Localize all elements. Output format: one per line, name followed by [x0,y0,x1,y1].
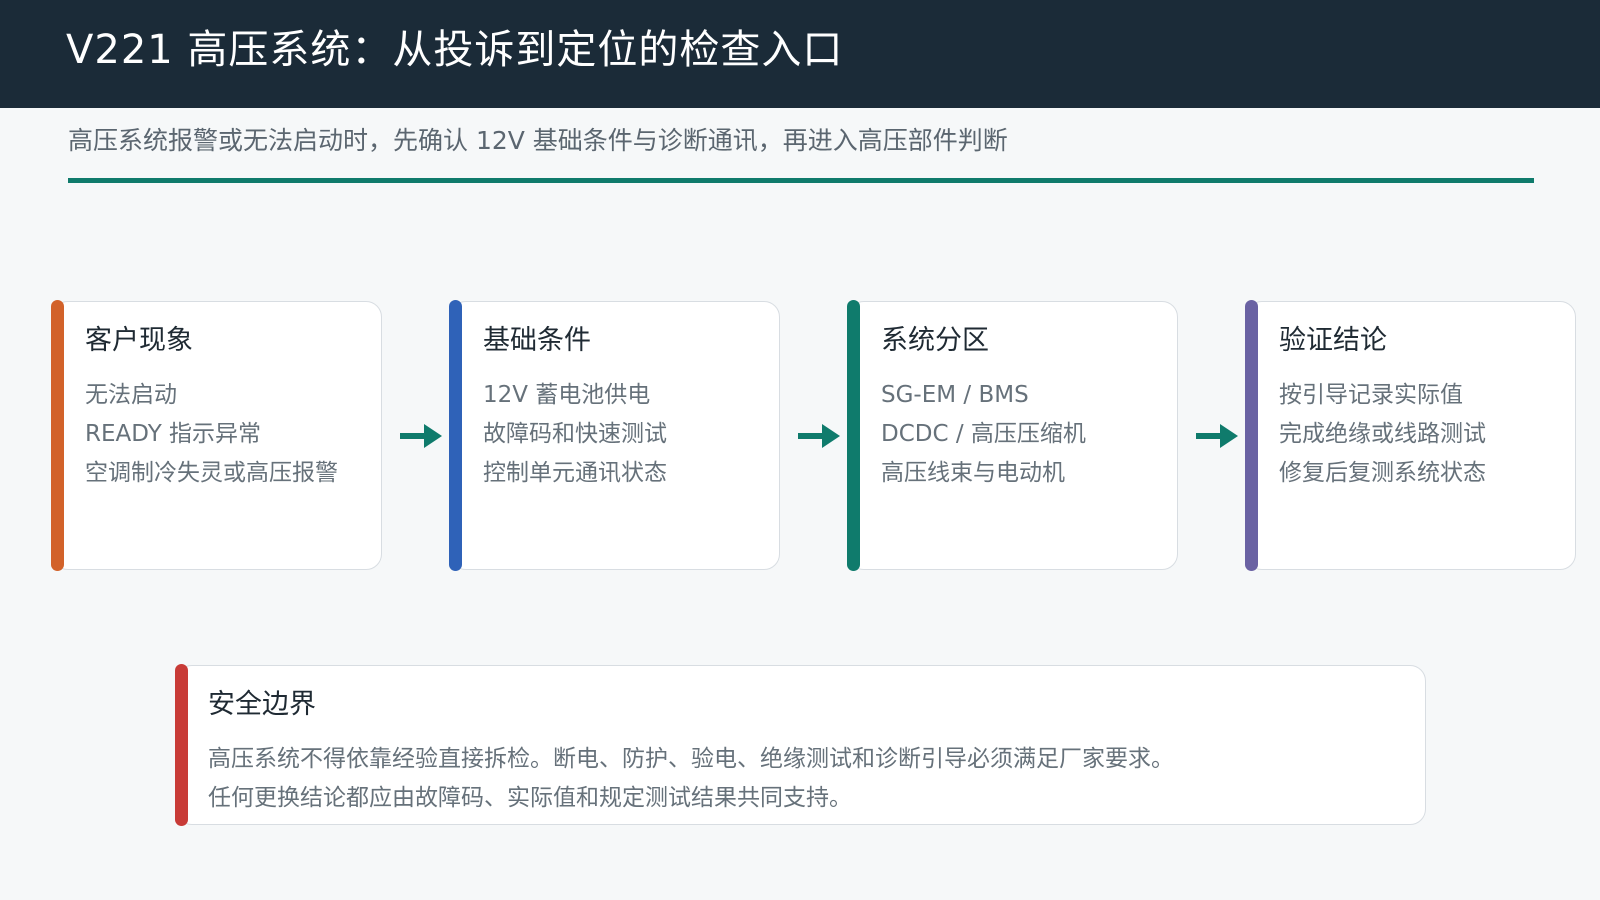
step-card-verify-conclusion: 验证结论 按引导记录实际值 完成绝缘或线路测试 修复后复测系统状态 [1245,300,1576,571]
card-title: 客户现象 [85,325,193,356]
card-item-list: 12V 蓄电池供电 故障码和快速测试 控制单元通讯状态 [483,376,667,493]
card-item: 控制单元通讯状态 [483,460,667,486]
card-accent-stripe [847,300,860,571]
safety-boundary-card: 安全边界 高压系统不得依靠经验直接拆检。断电、防护、验电、绝缘测试和诊断引导必须… [175,664,1426,826]
card-item-list: 高压系统不得依靠经验直接拆检。断电、防护、验电、绝缘测试和诊断引导必须满足厂家要… [208,740,1174,818]
card-item: 按引导记录实际值 [1279,382,1463,408]
card-item: SG-EM / BMS [881,382,1029,408]
card-accent-stripe [1245,300,1258,571]
arrow-right-icon [798,424,840,448]
step-card-basic-conditions: 基础条件 12V 蓄电池供电 故障码和快速测试 控制单元通讯状态 [449,300,780,571]
card-item-list: 无法启动 READY 指示异常 空调制冷失灵或高压报警 [85,376,338,493]
card-item-list: SG-EM / BMS DCDC / 高压压缩机 高压线束与电动机 [881,376,1086,493]
card-item: 完成绝缘或线路测试 [1279,421,1486,447]
card-item: 任何更换结论都应由故障码、实际值和规定测试结果共同支持。 [208,785,852,811]
card-accent-stripe [449,300,462,571]
arrow-right-icon [400,424,442,448]
card-title: 安全边界 [208,689,316,720]
page-title: V221 高压系统：从投诉到定位的检查入口 [66,27,844,73]
step-card-system-partition: 系统分区 SG-EM / BMS DCDC / 高压压缩机 高压线束与电动机 [847,300,1178,571]
card-title: 系统分区 [881,325,989,356]
page-subtitle: 高压系统报警或无法启动时，先确认 12V 基础条件与诊断通讯，再进入高压部件判断 [68,126,1008,155]
step-card-customer-symptoms: 客户现象 无法启动 READY 指示异常 空调制冷失灵或高压报警 [51,300,382,571]
card-accent-stripe [51,300,64,571]
card-title: 基础条件 [483,325,591,356]
card-item: 故障码和快速测试 [483,421,667,447]
card-item: 无法启动 [85,382,177,408]
card-item-list: 按引导记录实际值 完成绝缘或线路测试 修复后复测系统状态 [1279,376,1486,493]
card-item: 高压系统不得依靠经验直接拆检。断电、防护、验电、绝缘测试和诊断引导必须满足厂家要… [208,746,1174,772]
card-item: 修复后复测系统状态 [1279,460,1486,486]
card-accent-stripe [175,664,188,826]
card-item: 高压线束与电动机 [881,460,1065,486]
card-item: 12V 蓄电池供电 [483,382,651,408]
accent-divider [68,178,1534,183]
card-item: READY 指示异常 [85,421,262,447]
card-item: 空调制冷失灵或高压报警 [85,460,338,486]
card-item: DCDC / 高压压缩机 [881,421,1086,447]
arrow-right-icon [1196,424,1238,448]
card-title: 验证结论 [1279,325,1387,356]
header-bar: V221 高压系统：从投诉到定位的检查入口 [0,0,1600,108]
